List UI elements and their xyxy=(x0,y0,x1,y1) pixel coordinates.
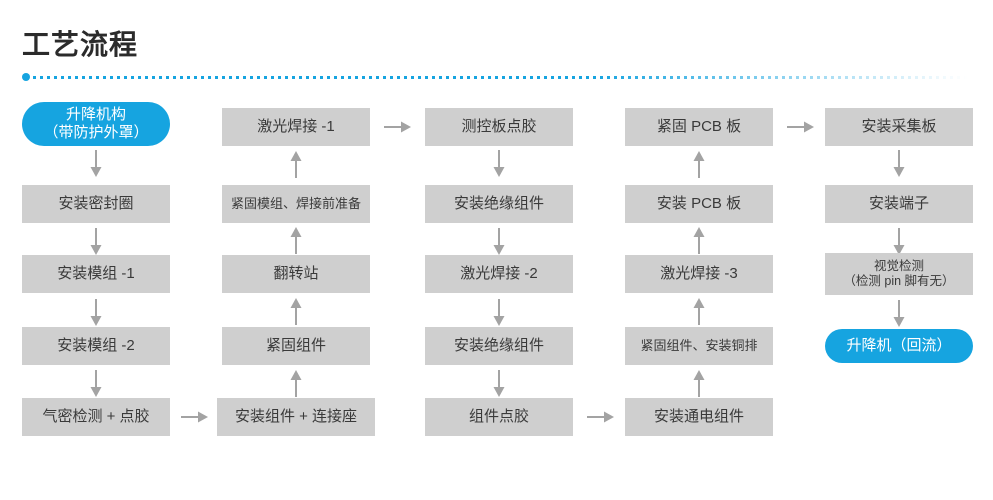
flow-node-label: 气密检测 + 点胶 xyxy=(42,408,150,425)
flow-node-flip-station[interactable]: 翻转站 xyxy=(222,255,370,293)
flow-node-install-powered-assembly[interactable]: 安装通电组件 xyxy=(625,398,773,436)
flow-node-label: 激光焊接 -1 xyxy=(257,118,335,135)
flow-node-install-insulation-2[interactable]: 安装绝缘组件 xyxy=(425,327,573,365)
arrow-down-icon xyxy=(492,150,506,178)
arrow-down-icon xyxy=(892,228,906,256)
flow-node-control-board-dispensing[interactable]: 测控板点胶 xyxy=(425,108,573,146)
flow-node-label-line2: （检测 pin 脚有无） xyxy=(843,274,955,288)
flow-node-install-module-2[interactable]: 安装模组 -2 xyxy=(22,327,170,365)
arrow-up-icon xyxy=(692,369,706,397)
arrow-down-icon xyxy=(492,228,506,256)
flow-node-laser-welding-2[interactable]: 激光焊接 -2 xyxy=(425,255,573,293)
flow-node-label: 激光焊接 -3 xyxy=(660,265,738,282)
flow-node-lifting-mechanism[interactable]: 升降机构 （带防护外罩） xyxy=(22,102,170,146)
arrow-down-icon xyxy=(89,150,103,178)
divider-dot-icon xyxy=(22,73,30,81)
flow-node-label: 翻转站 xyxy=(273,265,319,282)
flow-node-install-collection-board[interactable]: 安装采集板 xyxy=(825,108,973,146)
arrow-down-icon xyxy=(89,370,103,398)
flow-node-label: 安装通电组件 xyxy=(653,408,744,425)
flow-node-laser-welding-1[interactable]: 激光焊接 -1 xyxy=(222,108,370,146)
flow-node-label: 安装端子 xyxy=(868,195,929,212)
flow-node-label: 组件点胶 xyxy=(468,408,529,425)
arrow-up-icon xyxy=(692,150,706,178)
flow-node-label: 紧固 PCB 板 xyxy=(656,118,742,135)
arrow-down-icon xyxy=(89,299,103,327)
flow-node-fasten-assembly[interactable]: 紧固组件 xyxy=(222,327,370,365)
flow-node-label: 激光焊接 -2 xyxy=(460,265,538,282)
divider-dotted-line xyxy=(33,75,967,79)
arrow-down-icon xyxy=(892,150,906,178)
arrow-down-icon xyxy=(89,228,103,256)
flow-node-label: 视觉检测 xyxy=(873,259,924,273)
arrow-up-icon xyxy=(289,226,303,254)
flow-node-install-assembly-connector[interactable]: 安装组件 + 连接座 xyxy=(217,398,375,436)
flow-node-assembly-dispensing[interactable]: 组件点胶 xyxy=(425,398,573,436)
arrow-down-icon xyxy=(892,300,906,328)
flow-node-laser-welding-3[interactable]: 激光焊接 -3 xyxy=(625,255,773,293)
title-divider xyxy=(22,73,967,81)
flow-node-label: 升降机构 xyxy=(65,106,126,123)
flow-node-label: 安装密封圈 xyxy=(58,195,134,212)
flow-node-label: 安装组件 + 连接座 xyxy=(234,408,358,425)
arrow-right-icon xyxy=(787,120,815,134)
flow-node-label: 紧固模组、焊接前准备 xyxy=(230,196,361,211)
arrow-right-icon xyxy=(587,410,615,424)
arrow-right-icon xyxy=(181,410,209,424)
flow-node-install-seal-ring[interactable]: 安装密封圈 xyxy=(22,185,170,223)
flow-node-label: 安装绝缘组件 xyxy=(453,337,544,354)
flow-node-airtight-test-dispensing[interactable]: 气密检测 + 点胶 xyxy=(22,398,170,436)
arrow-up-icon xyxy=(692,297,706,325)
flow-node-install-module-1[interactable]: 安装模组 -1 xyxy=(22,255,170,293)
flow-node-label: 测控板点胶 xyxy=(461,118,537,135)
arrow-up-icon xyxy=(289,297,303,325)
flow-node-fasten-assembly-busbar[interactable]: 紧固组件、安装铜排 xyxy=(625,327,773,365)
flow-node-label: 升降机（回流） xyxy=(846,337,952,354)
flow-node-install-terminals[interactable]: 安装端子 xyxy=(825,185,973,223)
flow-node-install-pcb[interactable]: 安装 PCB 板 xyxy=(625,185,773,223)
arrow-up-icon xyxy=(289,369,303,397)
page-title: 工艺流程 xyxy=(22,29,139,60)
flow-node-vision-inspection[interactable]: 视觉检测 （检测 pin 脚有无） xyxy=(825,253,973,295)
arrow-right-icon xyxy=(384,120,412,134)
flow-node-label: 安装模组 -1 xyxy=(57,265,135,282)
flow-node-fasten-module-pre-weld[interactable]: 紧固模组、焊接前准备 xyxy=(222,185,370,223)
arrow-down-icon xyxy=(492,370,506,398)
arrow-up-icon xyxy=(289,150,303,178)
flow-node-label: 安装模组 -2 xyxy=(57,337,135,354)
flow-node-lift-return[interactable]: 升降机（回流） xyxy=(825,329,973,363)
flow-node-label: 安装 PCB 板 xyxy=(656,195,742,212)
arrow-up-icon xyxy=(692,226,706,254)
flow-node-label: 安装绝缘组件 xyxy=(453,195,544,212)
flow-node-install-insulation-1[interactable]: 安装绝缘组件 xyxy=(425,185,573,223)
flow-node-fasten-pcb[interactable]: 紧固 PCB 板 xyxy=(625,108,773,146)
flow-node-label: 紧固组件 xyxy=(265,337,326,354)
flow-node-label: 安装采集板 xyxy=(861,118,937,135)
arrow-down-icon xyxy=(492,299,506,327)
flow-node-label: 紧固组件、安装铜排 xyxy=(640,338,758,353)
flow-node-label-line2: （带防护外罩） xyxy=(43,124,149,141)
